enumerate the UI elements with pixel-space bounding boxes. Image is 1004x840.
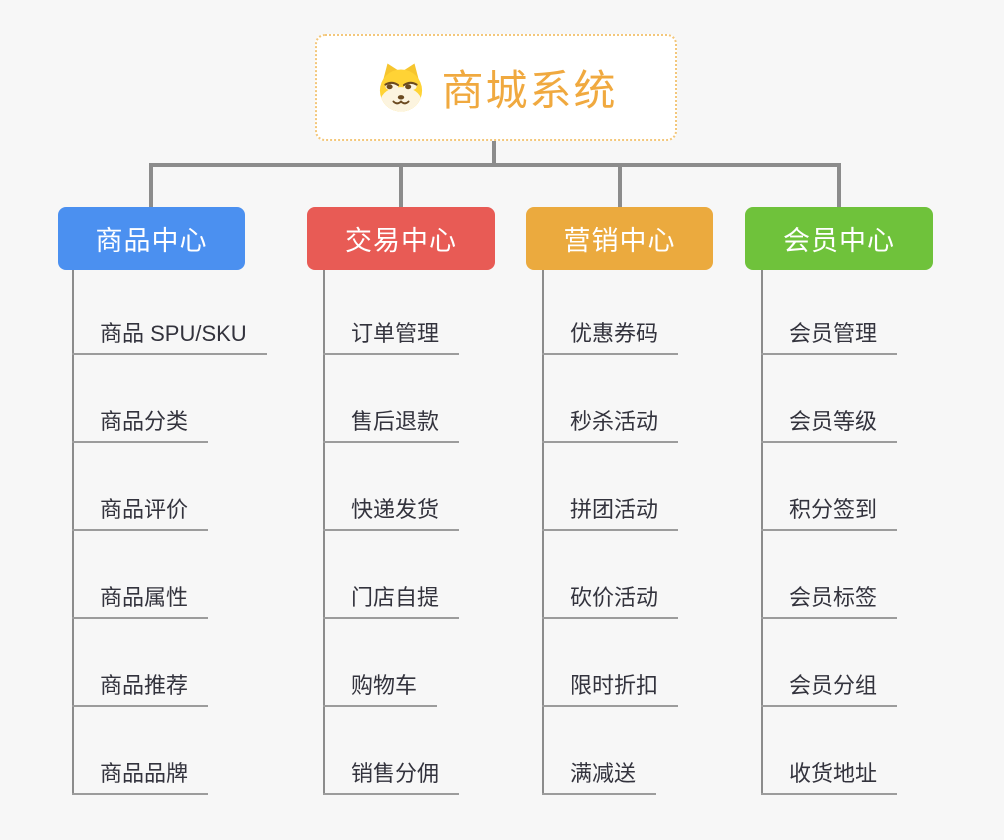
leaf-express-delivery[interactable]: 快递发货 (323, 489, 460, 531)
leaf-sales-commission[interactable]: 销售分佣 (323, 753, 460, 795)
leaf-store-pickup[interactable]: 门店自提 (323, 577, 460, 619)
leaf-shopping-cart[interactable]: 购物车 (323, 665, 438, 707)
leaf-time-limited-discount[interactable]: 限时折扣 (542, 665, 679, 707)
leaf-member-group[interactable]: 会员分组 (761, 665, 898, 707)
leaf-product-attribute[interactable]: 商品属性 (72, 577, 209, 619)
branch-trade-center[interactable]: 交易中心 (307, 207, 495, 270)
connector-drop-member (837, 163, 841, 207)
root-title: 商城系统 (441, 67, 618, 114)
leaf-member-tag[interactable]: 会员标签 (761, 577, 898, 619)
leaf-member-management[interactable]: 会员管理 (761, 313, 898, 355)
branch-trunk-member (761, 270, 763, 795)
doge-face-icon (374, 61, 428, 115)
branch-trunk-marketing (542, 270, 544, 795)
branch-product-center[interactable]: 商品中心 (58, 207, 245, 270)
leaf-full-reduction[interactable]: 满减送 (542, 753, 657, 795)
leaf-product-spu-sku[interactable]: 商品 SPU/SKU (72, 313, 267, 355)
leaf-group-buy[interactable]: 拼团活动 (542, 489, 679, 531)
branch-marketing-center[interactable]: 营销中心 (526, 207, 713, 270)
leaf-order-management[interactable]: 订单管理 (323, 313, 460, 355)
leaf-product-review[interactable]: 商品评价 (72, 489, 209, 531)
leaf-after-sale-refund[interactable]: 售后退款 (323, 401, 460, 443)
connector-drop-trade (399, 163, 403, 207)
branch-trunk-product (72, 270, 74, 795)
leaf-flash-sale[interactable]: 秒杀活动 (542, 401, 679, 443)
root-node[interactable]: 商城系统 (315, 34, 677, 141)
leaf-bargain-activity[interactable]: 砍价活动 (542, 577, 679, 619)
leaf-member-level[interactable]: 会员等级 (761, 401, 898, 443)
connector-horizontal-bar (149, 163, 841, 167)
branch-member-center[interactable]: 会员中心 (745, 207, 933, 270)
leaf-coupon-code[interactable]: 优惠券码 (542, 313, 679, 355)
connector-drop-product (149, 163, 153, 207)
leaf-product-recommend[interactable]: 商品推荐 (72, 665, 209, 707)
leaf-product-category[interactable]: 商品分类 (72, 401, 209, 443)
connector-root-stem (492, 141, 496, 167)
leaf-shipping-address[interactable]: 收货地址 (761, 753, 898, 795)
branch-trunk-trade (323, 270, 325, 795)
connector-drop-marketing (618, 163, 622, 207)
leaf-product-brand[interactable]: 商品品牌 (72, 753, 209, 795)
leaf-points-checkin[interactable]: 积分签到 (761, 489, 898, 531)
